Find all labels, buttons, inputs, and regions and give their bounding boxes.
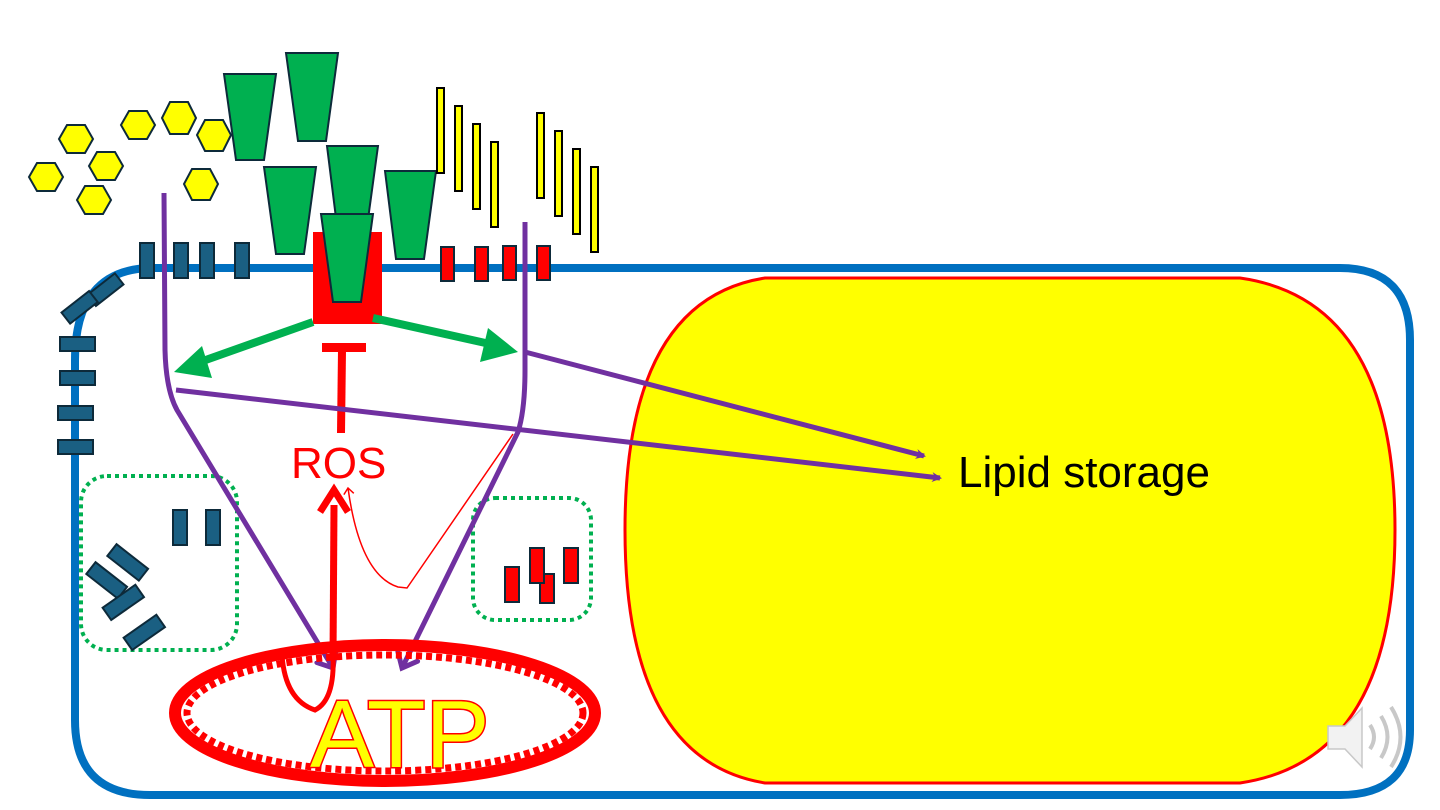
atp-to-ros-head (317, 483, 351, 514)
trapezoid-ligand (284, 52, 340, 142)
receptor-blue (199, 242, 215, 279)
receptor-blue (172, 509, 188, 546)
pathway-left-to-lipid (175, 387, 942, 483)
receptor-blue (105, 542, 150, 583)
receptor-blue (59, 370, 96, 386)
trapezoid-ligand (383, 170, 438, 260)
receptor-blue (101, 583, 146, 622)
feedback-thin-arrow (343, 433, 514, 589)
membrane-blue-receptors (57, 242, 250, 455)
green-arrow-right-shaft (372, 314, 491, 348)
rod-ligand (536, 112, 545, 199)
receptor-blue (173, 242, 189, 279)
endosome-left (79, 474, 239, 652)
endosome-blue-receptors (84, 509, 221, 652)
rod-ligand (490, 141, 499, 228)
hexagon-ligand (182, 168, 220, 201)
receptor-blue (57, 405, 94, 421)
trapezoid-ligand (319, 213, 375, 303)
rod-ligand (454, 105, 463, 192)
rod-ligand (590, 166, 599, 253)
inhibition-bar (322, 343, 366, 352)
rod-ligand (572, 148, 581, 235)
green-arrow-right-head (480, 328, 518, 362)
green-activation-arrows (174, 314, 518, 378)
receptor-blue (139, 242, 155, 279)
atp-to-ros-shaft (329, 504, 338, 661)
pathway-left-vertical (161, 192, 333, 668)
receptor-red (504, 566, 520, 603)
receptor-red (440, 246, 455, 282)
hexagon-ligands (27, 101, 233, 215)
trapezoid-ligand (222, 73, 278, 161)
mitochondrion-cristae (183, 651, 587, 775)
membrane-red-receptors (440, 245, 551, 282)
hexagon-ligand (119, 110, 157, 140)
rod-ligand (436, 87, 445, 174)
ros-label: ROS (291, 439, 386, 488)
hexagon-ligand (87, 151, 125, 181)
receptor-blue (60, 289, 100, 326)
receptor-red (529, 547, 545, 584)
hexagon-ligand (75, 185, 113, 215)
mitochondrion (169, 639, 601, 787)
pathway-right-vertical (402, 222, 528, 668)
endosome-right (471, 496, 593, 622)
green-arrow-left-shaft (198, 318, 315, 366)
receptor-blue (122, 613, 167, 652)
hexagon-ligand (195, 119, 233, 152)
mitochondrion-outer (169, 639, 601, 787)
hexagon-ligand (27, 162, 65, 192)
receptor-red (536, 245, 551, 281)
green-arrow-left-head (174, 346, 212, 378)
lipid-storage-label: Lipid storage (958, 448, 1210, 497)
receptor-red (563, 547, 579, 584)
receptor-blue (205, 509, 221, 546)
receptor-blue (234, 242, 250, 279)
purple-pathways (161, 192, 942, 668)
atp-ros-arrows (317, 433, 514, 661)
atp-label: ATP (310, 681, 490, 788)
inhibition-stem (337, 349, 346, 434)
hexagon-ligand (57, 124, 95, 154)
mitochondrion-loop (279, 654, 336, 713)
lipid-droplet (623, 276, 1397, 785)
pathway-right-to-lipid (524, 349, 926, 459)
rod-ligand (472, 123, 481, 210)
receptor-red (502, 245, 517, 281)
trapezoid-ligand (262, 166, 318, 255)
rod-ligands (436, 87, 599, 253)
receptor-blue (57, 439, 94, 455)
receptor-blue (59, 336, 96, 352)
rod-ligand (554, 130, 563, 217)
speaker-icon[interactable] (1327, 705, 1403, 769)
endosome-red-receptors (504, 547, 579, 604)
trapezoid-ligands (222, 52, 438, 303)
ros-inhibition (322, 343, 366, 434)
hexagon-ligand (160, 101, 198, 135)
receptor-red (474, 246, 489, 282)
